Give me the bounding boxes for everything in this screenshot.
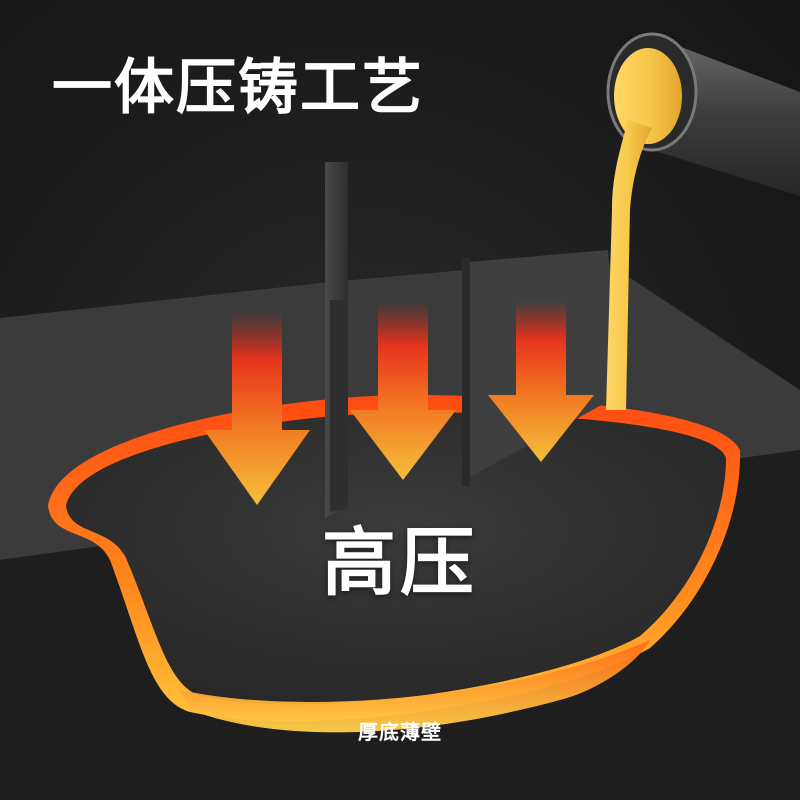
mold-punch-left-face xyxy=(330,300,348,512)
pressure-label: 高压 xyxy=(322,520,478,606)
feature-label: 厚底薄壁 xyxy=(358,720,442,744)
molten-metal-stream xyxy=(606,120,652,410)
down-arrow-icon xyxy=(204,312,310,505)
down-arrow-icon xyxy=(488,300,594,462)
pot-interior xyxy=(66,411,726,705)
pot-bottom-glow xyxy=(180,640,650,733)
mold-punch-right-side xyxy=(462,258,470,486)
ladle-pipe xyxy=(606,32,800,196)
down-arrow-icon xyxy=(350,302,456,480)
page-title: 一体压铸工艺 xyxy=(52,53,424,123)
